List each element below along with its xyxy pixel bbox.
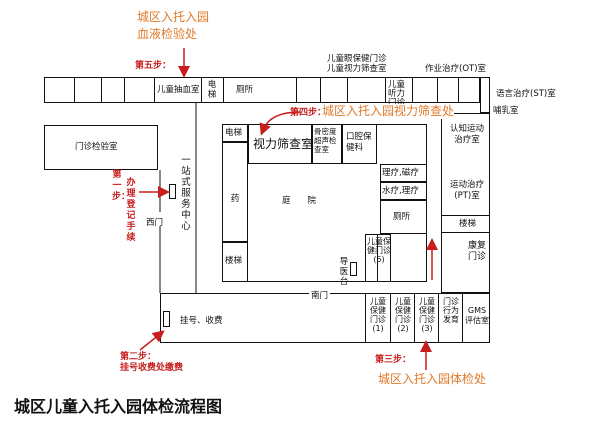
physio-box (380, 164, 427, 182)
room-hearing: 儿童听力门诊 (388, 80, 406, 108)
stairs-left-box (222, 242, 248, 282)
guide-desk-box (350, 262, 357, 276)
step5-label: 第五步： (135, 61, 172, 71)
west-gate: 西门 (146, 218, 164, 228)
room-dental: 口腔保健科 (346, 132, 372, 153)
room-stairs-right: 楼梯 (459, 219, 477, 229)
room-elevator-top: 电梯 (207, 80, 217, 100)
pharmacy-box (222, 142, 248, 242)
room-hydro: 水疗,理疗 (382, 186, 419, 196)
register-counter (163, 311, 170, 327)
step4-arrow (259, 111, 301, 136)
step3-label: 第三步： (375, 355, 412, 365)
step2-label: 第二步： (120, 352, 157, 362)
top-strip (44, 77, 480, 103)
lab-room (44, 125, 158, 170)
room-gms: GMS评估室 (465, 306, 489, 325)
room-child-care-2: 儿童保健门诊(2) (395, 297, 411, 333)
step3-place: 城区入托入园体检处 (378, 372, 487, 386)
room-vision-screen: 视力筛查室 (253, 137, 314, 151)
dental-box (342, 124, 377, 164)
courtyard: 庭 院 (282, 196, 317, 206)
vision-screen-box (248, 124, 312, 164)
room-lab: 门诊检验室 (75, 142, 118, 152)
room-physio: 理疗,磁疗 (382, 168, 419, 178)
stairs-right-box (441, 215, 490, 233)
room-eye-screen: 儿童视力筛查室 (327, 64, 387, 74)
step2-arrow (139, 330, 165, 351)
step1-label: 第一步： (112, 170, 131, 202)
toilet-mid-box (380, 200, 427, 234)
elevator-mid-box (222, 124, 248, 142)
room-behavior: 门诊行为发育 (443, 297, 459, 324)
south-gate: 南门 (309, 291, 331, 301)
room-ot: 作业治疗(OT)室 (425, 64, 487, 74)
step5-place-line2: 血液检验处 (137, 27, 198, 41)
room-child-care-3: 儿童保健门诊(3) (419, 297, 435, 333)
diagram-title: 城区儿童入托入园体检流程图 (14, 397, 223, 416)
room-pt: 运动治疗(PT)室 (449, 180, 484, 201)
ultrasound-box (312, 124, 342, 164)
room-one-stop: 一站式服务中心 (181, 155, 191, 232)
step4-label: 第四步： (290, 108, 327, 118)
room-toilet-top: 厕所 (236, 85, 254, 95)
step4-place: 城区入托入园视力筛查处 (322, 104, 455, 119)
room-eye-health: 儿童眼保健门诊 (327, 54, 387, 64)
room-elevator-mid: 电梯 (225, 128, 243, 138)
room-child-care-5: 儿童保健门诊(5) (367, 237, 391, 264)
room-st: 语言治疗(ST)室 (496, 89, 556, 99)
hydro-box (380, 182, 427, 200)
room-stairs-left: 楼梯 (225, 256, 243, 266)
right-wing (441, 113, 490, 293)
room-blood-draw: 儿童抽血室 (157, 85, 200, 95)
room-ultrasound: 骨密度超声检查室 (314, 127, 337, 154)
child-care-5-box (365, 234, 391, 282)
room-rehab: 康复门诊 (467, 241, 486, 262)
right-wing-top (480, 77, 490, 113)
room-toilet-mid: 厕所 (393, 212, 411, 222)
step5-place-line1: 城区入托入园 (137, 10, 210, 24)
room-child-care-1: 儿童保健门诊(1) (370, 297, 386, 333)
guide-desk: 导医台 (339, 257, 349, 287)
room-cognitive: 认知运动治疗室 (449, 124, 484, 145)
room-nursing: 哺乳室 (493, 106, 519, 116)
step2-action: 挂号收费处缴费 (120, 363, 184, 373)
step1-action: 办理登记手续 (126, 178, 136, 243)
room-register: 挂号、收费 (180, 316, 223, 326)
